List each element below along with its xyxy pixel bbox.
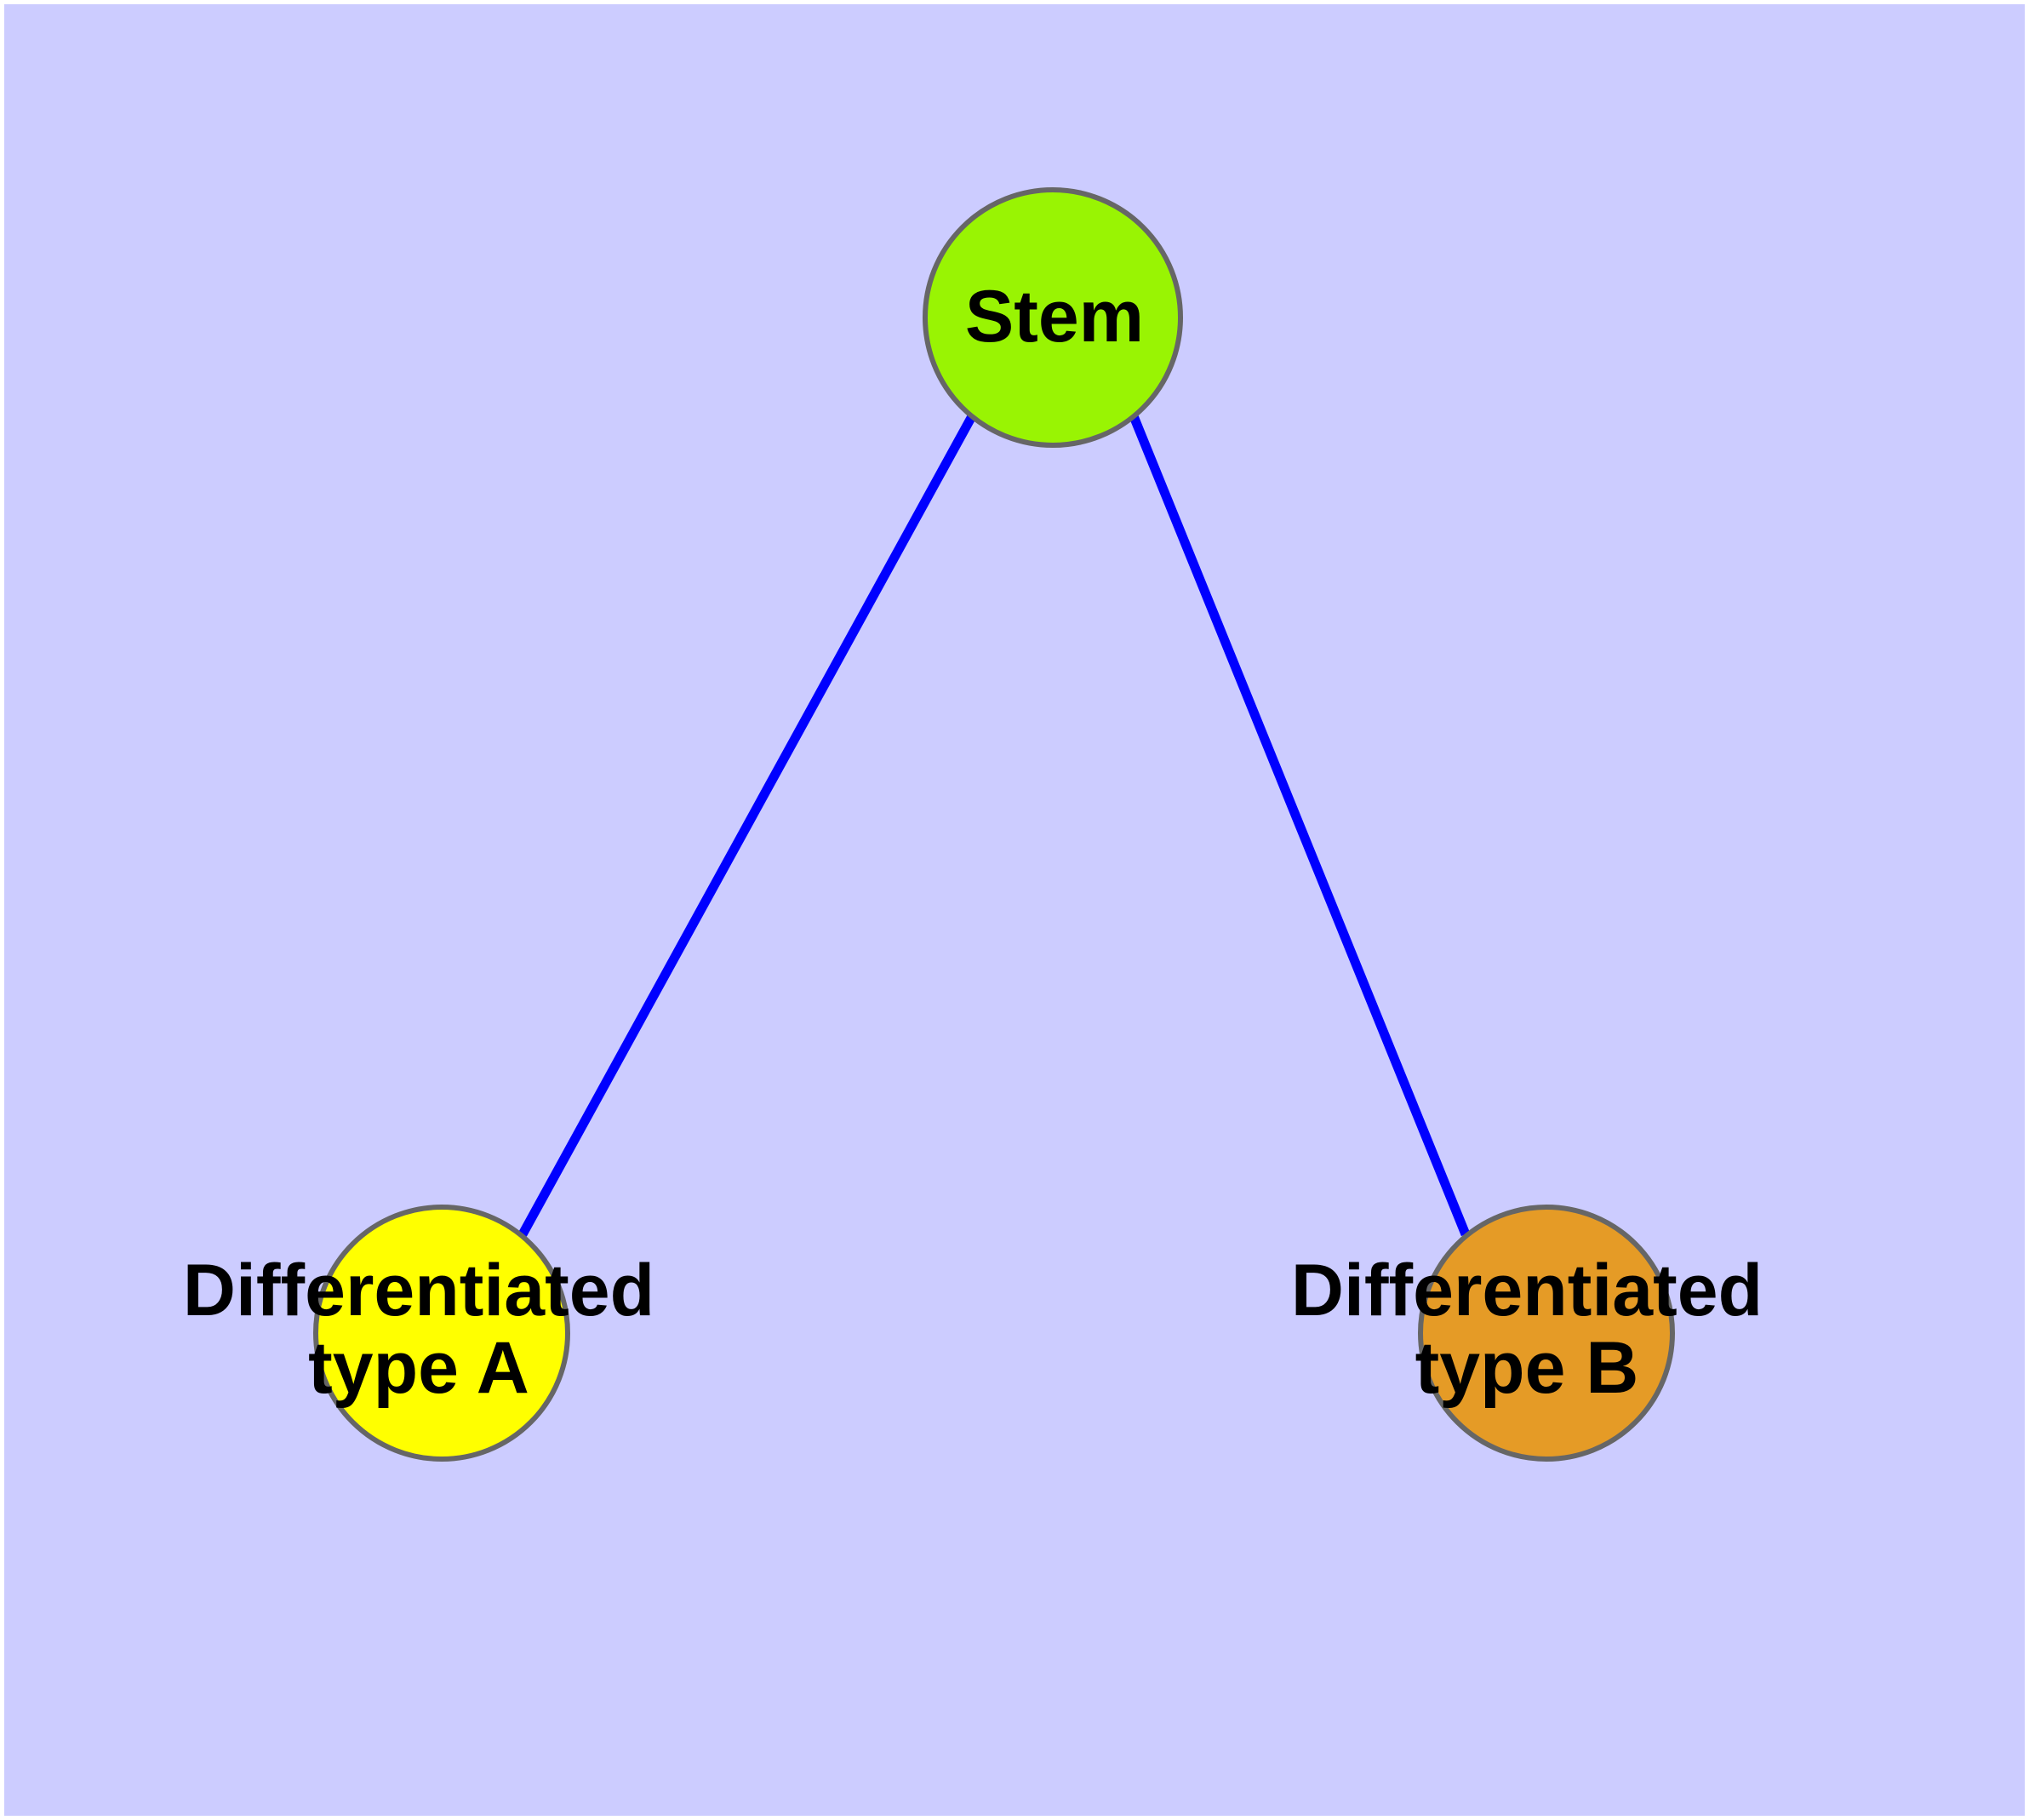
- edge-stem-to-diff-a: [518, 414, 976, 1237]
- node-stem[interactable]: [923, 187, 1183, 448]
- edge-stem-to-diff-b: [1129, 414, 1471, 1237]
- graph-svg: [313, 187, 1675, 1462]
- node-differentiated-type-a[interactable]: [313, 1205, 570, 1462]
- edge-layer: [518, 414, 1471, 1237]
- node-differentiated-type-b[interactable]: [1418, 1205, 1675, 1462]
- node-layer: [313, 187, 1675, 1462]
